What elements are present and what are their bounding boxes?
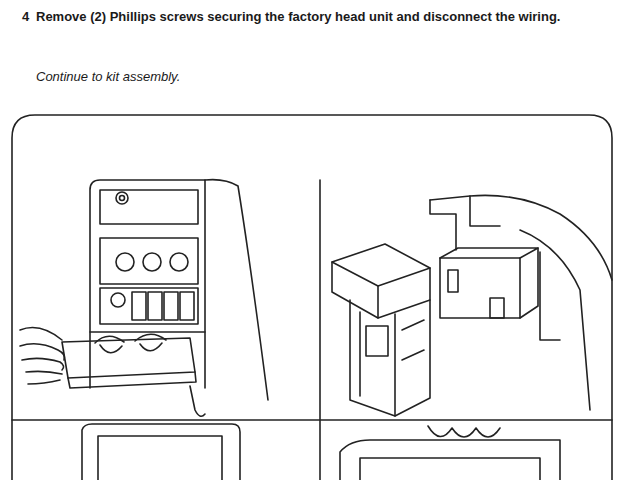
panel-divider [12,419,612,421]
step-number: 4 [22,8,36,25]
bottom-right-view [340,426,560,480]
bottom-left-view [82,424,240,480]
panel-divider [319,180,321,480]
panel-frame [12,115,612,480]
instruction-text: Remove (2) Phillips screws securing the … [36,8,596,25]
hand [20,328,64,384]
dash-console [90,180,268,400]
note-text: Continue to kit assembly. [36,68,336,85]
cup-holder-drawer [62,334,205,416]
head-unit [332,244,430,416]
dash-cavity [430,195,612,410]
